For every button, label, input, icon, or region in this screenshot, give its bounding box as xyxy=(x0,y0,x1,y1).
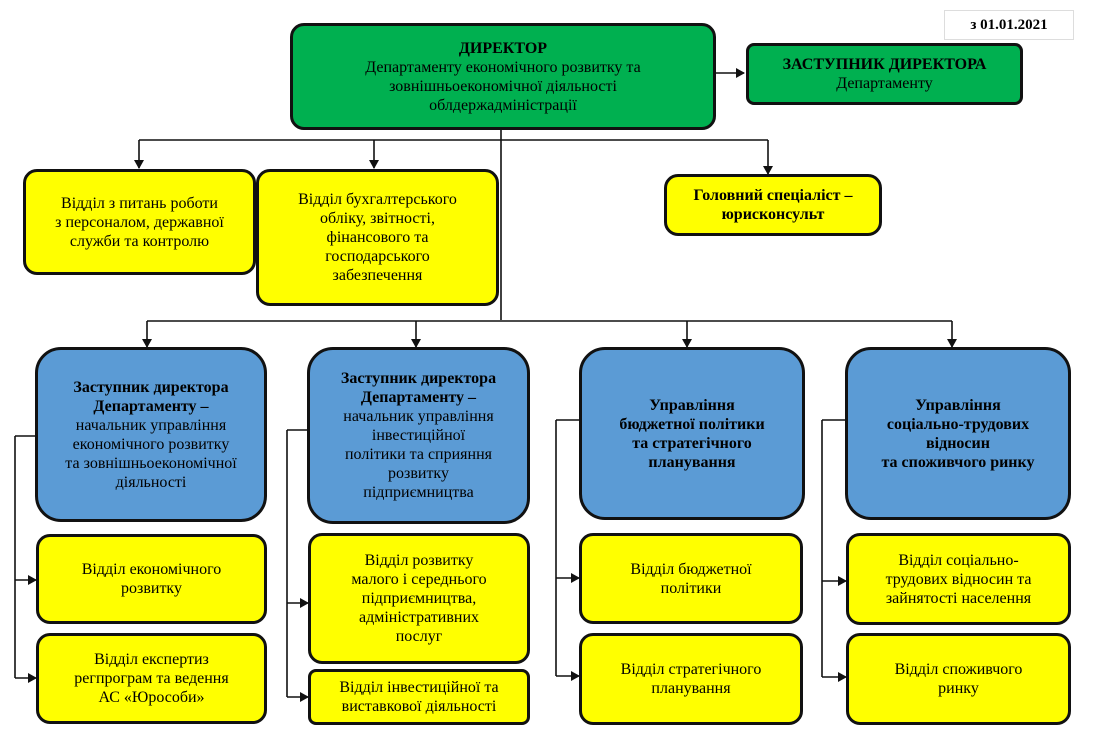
head-line: підприємництва xyxy=(363,484,474,501)
unit-line: Відділ економічного xyxy=(81,561,222,578)
budget-policy-unit: Відділ бюджетної політики xyxy=(579,533,803,624)
head-line: начальник управління xyxy=(343,408,494,425)
unit-line: адміністративних xyxy=(358,609,480,626)
unit-line: Відділ бюджетної xyxy=(630,560,752,578)
head-line: Заступник директора xyxy=(73,378,229,396)
head-line: інвестиційної xyxy=(371,427,466,444)
head-line: Департаменту – xyxy=(360,389,477,406)
unit-line: регпрограм та ведення xyxy=(74,670,229,687)
unit-line: Відділ бухгалтерського xyxy=(298,191,457,208)
head-line: Заступник директора xyxy=(340,370,497,387)
labor-relations-unit: Відділ соціально- трудових відносин та з… xyxy=(846,533,1071,625)
unit-line: Відділ з питань роботи xyxy=(61,194,218,212)
small-business-unit: Відділ розвитку малого і середнього підп… xyxy=(308,533,530,664)
legal-specialist-box: Головний спеціаліст – юрисконсульт xyxy=(664,174,882,236)
head-line: розвитку xyxy=(388,465,449,482)
unit-line: Головний спеціаліст – xyxy=(693,187,853,204)
unit-line: планування xyxy=(651,680,731,697)
head-line: політики та сприяння xyxy=(344,446,493,463)
branch-head-investment: Заступник директора Департаменту – начал… xyxy=(307,347,530,524)
unit-line: малого і середнього xyxy=(351,571,487,588)
unit-line: фінансового та xyxy=(326,229,429,246)
deputy-director-subtitle: Департаменту xyxy=(836,75,933,92)
head-line: діяльності xyxy=(115,473,187,491)
unit-line: виставкової діяльності xyxy=(341,698,497,715)
head-line: Департаменту – xyxy=(93,397,209,415)
unit-line: підприємництва, xyxy=(361,590,477,607)
director-line: Департаменту економічного розвитку та xyxy=(365,58,641,76)
head-line: бюджетної політики xyxy=(619,415,765,433)
head-line: та стратегічного xyxy=(632,434,752,452)
unit-line: послуг xyxy=(395,628,443,645)
unit-line: Відділ стратегічного xyxy=(620,661,762,678)
director-line: зовнішньоекономічної діяльності xyxy=(389,77,617,95)
director-title: ДИРЕКТОР xyxy=(458,39,548,57)
branch-head-social: Управління соціально-трудових відносин т… xyxy=(845,347,1071,520)
head-line: та споживчого ринку xyxy=(881,453,1035,471)
unit-line: Відділ соціально- xyxy=(898,551,1019,569)
unit-line: господарського xyxy=(325,248,430,265)
branch-head-budget: Управління бюджетної політики та стратег… xyxy=(579,347,805,520)
consumer-market-unit: Відділ споживчого ринку xyxy=(846,633,1071,725)
deputy-director-title: ЗАСТУПНИК ДИРЕКТОРА xyxy=(782,56,987,73)
accounting-unit-box: Відділ бухгалтерського обліку, звітності… xyxy=(256,169,499,306)
director-line: облдержадміністрації xyxy=(429,96,577,114)
unit-line: АС «Юрособи» xyxy=(98,689,205,706)
unit-line: трудових відносин та xyxy=(885,570,1032,588)
unit-line: розвитку xyxy=(121,580,182,597)
head-line: начальник управління xyxy=(75,416,227,434)
unit-line: забезпечення xyxy=(332,267,423,284)
deputy-director-box: ЗАСТУПНИК ДИРЕКТОРА Департаменту xyxy=(746,43,1023,105)
date-label: з 01.01.2021 xyxy=(944,10,1074,40)
head-line: планування xyxy=(648,453,736,471)
unit-line: Відділ інвестиційної та xyxy=(339,679,499,696)
unit-line: з персоналом, державної xyxy=(55,213,224,231)
director-box: ДИРЕКТОР Департаменту економічного розви… xyxy=(290,23,716,130)
unit-line: юрисконсульт xyxy=(721,206,825,223)
head-line: Управління xyxy=(915,396,1001,414)
head-line: Управління xyxy=(649,396,735,414)
strategic-planning-unit: Відділ стратегічного планування xyxy=(579,633,803,725)
expertise-unit: Відділ експертиз регпрограм та ведення А… xyxy=(36,633,267,724)
unit-line: зайнятості населення xyxy=(885,589,1032,607)
head-line: відносин xyxy=(926,434,990,452)
unit-line: Відділ розвитку xyxy=(364,552,474,569)
unit-line: політики xyxy=(660,579,722,597)
head-line: та зовнішньоекономічної xyxy=(65,454,237,472)
unit-line: обліку, звітності, xyxy=(320,210,435,227)
personnel-unit-box: Відділ з питань роботи з персоналом, дер… xyxy=(23,169,256,275)
economic-development-unit: Відділ економічного розвитку xyxy=(36,534,267,624)
unit-line: Відділ експертиз xyxy=(94,651,209,668)
head-line: економічного розвитку xyxy=(72,435,230,453)
head-line: соціально-трудових xyxy=(886,415,1030,433)
investment-unit: Відділ інвестиційної та виставкової діял… xyxy=(308,669,530,725)
unit-line: ринку xyxy=(938,680,979,697)
branch-head-economic: Заступник директора Департаменту – начал… xyxy=(35,347,267,522)
unit-line: Відділ споживчого xyxy=(894,661,1023,678)
unit-line: служби та контролю xyxy=(69,232,210,250)
